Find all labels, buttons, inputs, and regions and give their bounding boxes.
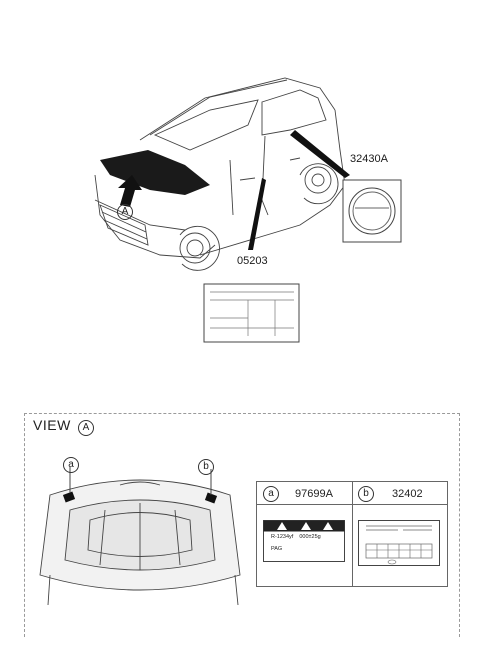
- refrigerant-amount: 000±25g: [299, 534, 321, 540]
- part-number-32430A: 32430A: [350, 153, 388, 165]
- parts-table: a 97699A b 32402 R-1234yf 000±25g PAG: [256, 481, 448, 587]
- table-marker-b: b: [358, 486, 374, 502]
- hood-underside-illustration: [39, 467, 241, 606]
- rear-wheel: [299, 163, 339, 205]
- car-roof-rail: [149, 79, 288, 136]
- hood-arrow: [118, 175, 142, 207]
- label-box-05203: [203, 283, 300, 343]
- view-a-frame: [24, 413, 460, 637]
- table-marker-a: a: [263, 486, 279, 502]
- car-side-lower: [199, 109, 346, 256]
- car-front: [94, 174, 216, 259]
- table-header-a: a 97699A: [263, 486, 333, 502]
- table-header-b: b 32402: [358, 486, 423, 502]
- callout-hood-marker: A: [117, 204, 133, 220]
- label-a-oil-text: PAG: [271, 546, 283, 552]
- hood-highlight: [100, 150, 210, 195]
- part-number-05203: 05203: [237, 255, 268, 267]
- hood-label-a-mark: [62, 491, 76, 503]
- leader-05203: [248, 178, 266, 250]
- leader-32430A: [290, 130, 350, 178]
- view-a-title: VIEW A: [33, 417, 95, 436]
- part-number-97699A: 97699A: [295, 488, 333, 500]
- view-title-text: VIEW: [33, 417, 71, 433]
- refrigerant-type: R-1234yf: [271, 534, 294, 540]
- vehicle-illustration: [94, 77, 402, 343]
- car-windshield: [153, 99, 259, 151]
- car-roof-line: [139, 77, 336, 141]
- callout-a: a: [63, 457, 79, 473]
- view-title-marker: A: [78, 420, 95, 436]
- callout-b: b: [198, 459, 214, 475]
- car-side-windows: [261, 89, 327, 136]
- refrigerant-label-a: [263, 520, 345, 562]
- hood-label-b-mark: [204, 492, 218, 504]
- front-wheel: [179, 225, 220, 271]
- label-a-refrigerant-text: R-1234yf 000±25g: [271, 534, 321, 540]
- part-number-32402: 32402: [392, 488, 423, 500]
- label-box-32430A: [342, 179, 402, 243]
- emission-label-b: [358, 520, 440, 566]
